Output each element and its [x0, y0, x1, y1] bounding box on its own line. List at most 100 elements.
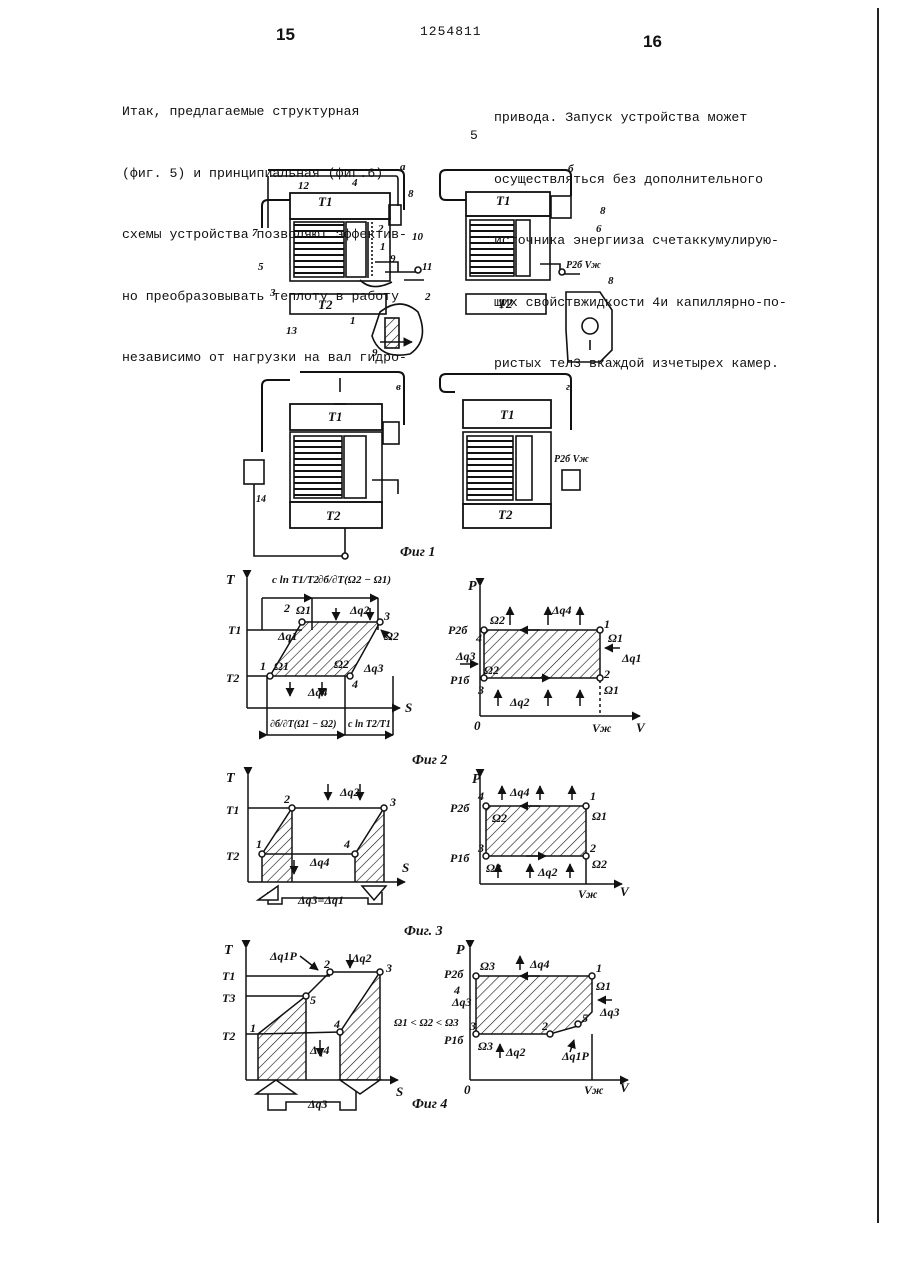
axis-label-v: V: [636, 720, 646, 735]
point-2: 2: [541, 1019, 548, 1033]
tick-vzh: Vж: [584, 1083, 604, 1097]
fig1-panel-v: [244, 372, 404, 559]
heat-dq2: Δq2: [505, 1045, 526, 1059]
point-4: 4: [343, 837, 350, 851]
tick-t2: T2: [226, 671, 239, 685]
omega-2: Ω2: [486, 861, 501, 875]
point-3: 3: [477, 841, 484, 855]
fig1-t2-label: T2: [498, 296, 513, 311]
axis-label-origin: 0: [474, 718, 481, 733]
fig1-callout: 10: [412, 231, 424, 243]
heat-dq4: Δq4: [529, 957, 550, 971]
point-3: 3: [469, 1019, 476, 1033]
point-1: 1: [256, 837, 262, 851]
heat-dq1p: Δq1P: [269, 949, 298, 963]
fig1-t1-label: T1: [318, 194, 332, 209]
heat-dq4: Δq4: [307, 685, 328, 699]
tick-t1: T1: [226, 803, 239, 817]
tick-t2: T2: [222, 1029, 235, 1043]
fig1-callout: 13: [286, 325, 298, 337]
fig3-bottom-label: Δq3=Δq1: [297, 893, 344, 907]
fig1-callout: 4: [351, 177, 358, 189]
tick-t1: T1: [222, 969, 235, 983]
tick-p1: P1б: [450, 851, 470, 865]
heat-dq4: Δq4: [551, 603, 572, 617]
point-2: 2: [603, 667, 610, 681]
axis-label-s: S: [402, 860, 409, 875]
heat-dq4: Δq4: [309, 1043, 330, 1057]
heat-dq1p: Δq1P: [561, 1049, 590, 1063]
omega-1: Ω1: [274, 659, 289, 673]
fig4-caption: Фиг 4: [412, 1097, 447, 1112]
tick-t1: T1: [228, 623, 241, 637]
fig1-callout: 12: [298, 180, 310, 192]
fig1-callout: 9: [372, 347, 378, 359]
omega-2: Ω2: [592, 857, 607, 871]
fig1-callout: 2: [424, 291, 431, 303]
fig1-callout: 5: [258, 261, 264, 273]
fig1-callout: 8: [608, 275, 614, 287]
heat-dq1: Δq1: [621, 651, 642, 665]
fig1-t1-label: T1: [328, 409, 342, 424]
omega-1: Ω1: [596, 979, 611, 993]
fig1-pressure-label: P2б Vж: [554, 454, 589, 465]
heat-dq4: Δq4: [509, 785, 530, 799]
omega-1: Ω1: [592, 809, 607, 823]
omega-3: Ω3: [478, 1039, 493, 1053]
omega-3: Ω3: [480, 959, 495, 973]
point-5: 5: [310, 993, 316, 1007]
fig1-callout: 6: [596, 223, 602, 235]
figure-1: [244, 170, 612, 559]
heat-dq2: Δq2: [339, 785, 360, 799]
tick-p2: P2б: [450, 801, 470, 815]
axis-label-v: V: [620, 1080, 630, 1095]
tick-p1: P1б: [450, 673, 470, 687]
fig1-callout: 3: [269, 287, 276, 299]
point-4: 4: [475, 631, 482, 645]
point-3: 3: [389, 795, 396, 809]
fig3-caption: Фиг. 3: [404, 924, 443, 939]
point-2: 2: [589, 841, 596, 855]
axis-label-t: T: [226, 771, 236, 786]
fig1-panel-g: [440, 374, 580, 528]
omega-2: Ω2: [384, 629, 399, 643]
tick-vzh: Vж: [578, 887, 598, 901]
axis-label-t: T: [224, 943, 234, 958]
fig1-callout: 8: [408, 188, 414, 200]
omega-inequality: Ω1 < Ω2 < Ω3: [394, 1017, 459, 1029]
point-2: 2: [323, 957, 330, 971]
omega-2: Ω2: [492, 811, 507, 825]
point-5: 5: [582, 1011, 588, 1025]
omega-1: Ω1: [604, 683, 619, 697]
heat-dq3: Δq3: [363, 661, 384, 675]
point-1: 1: [260, 659, 266, 673]
fig1-t2-label: T2: [498, 507, 513, 522]
point-1: 1: [604, 617, 610, 631]
fig1-panel-label: г: [566, 381, 570, 393]
heat-dq2: Δq2: [351, 951, 372, 965]
axis-label-v: V: [620, 884, 630, 899]
axis-label-p: P: [468, 579, 477, 594]
omega-2: Ω2: [484, 663, 499, 677]
fig1-callout: 11: [422, 261, 432, 273]
point-2: 2: [283, 601, 290, 615]
fig1-callout: 8: [600, 205, 606, 217]
fig1-callout: 1: [380, 241, 386, 253]
annotation-dbdt: ∂б/∂T(Ω2 − Ω1): [318, 574, 391, 586]
heat-dq3: Δq3: [451, 995, 472, 1009]
heat-dq4: Δq4: [309, 855, 330, 869]
point-4: 4: [351, 677, 358, 691]
axis-label-p: P: [456, 943, 465, 958]
fig1-callout: 1: [350, 315, 356, 327]
tick-t2: T2: [226, 849, 239, 863]
fig1-callout: 14: [256, 494, 266, 505]
point-3: 3: [385, 961, 392, 975]
point-4: 4: [477, 789, 484, 803]
tick-t3: T3: [222, 991, 235, 1005]
heat-dq3: Δq3: [307, 1097, 328, 1111]
fig1-panel-label: б: [568, 163, 574, 175]
annotation-cln: c ln T1/T2: [272, 574, 320, 586]
point-1: 1: [590, 789, 596, 803]
tick-p1: P1б: [444, 1033, 464, 1047]
